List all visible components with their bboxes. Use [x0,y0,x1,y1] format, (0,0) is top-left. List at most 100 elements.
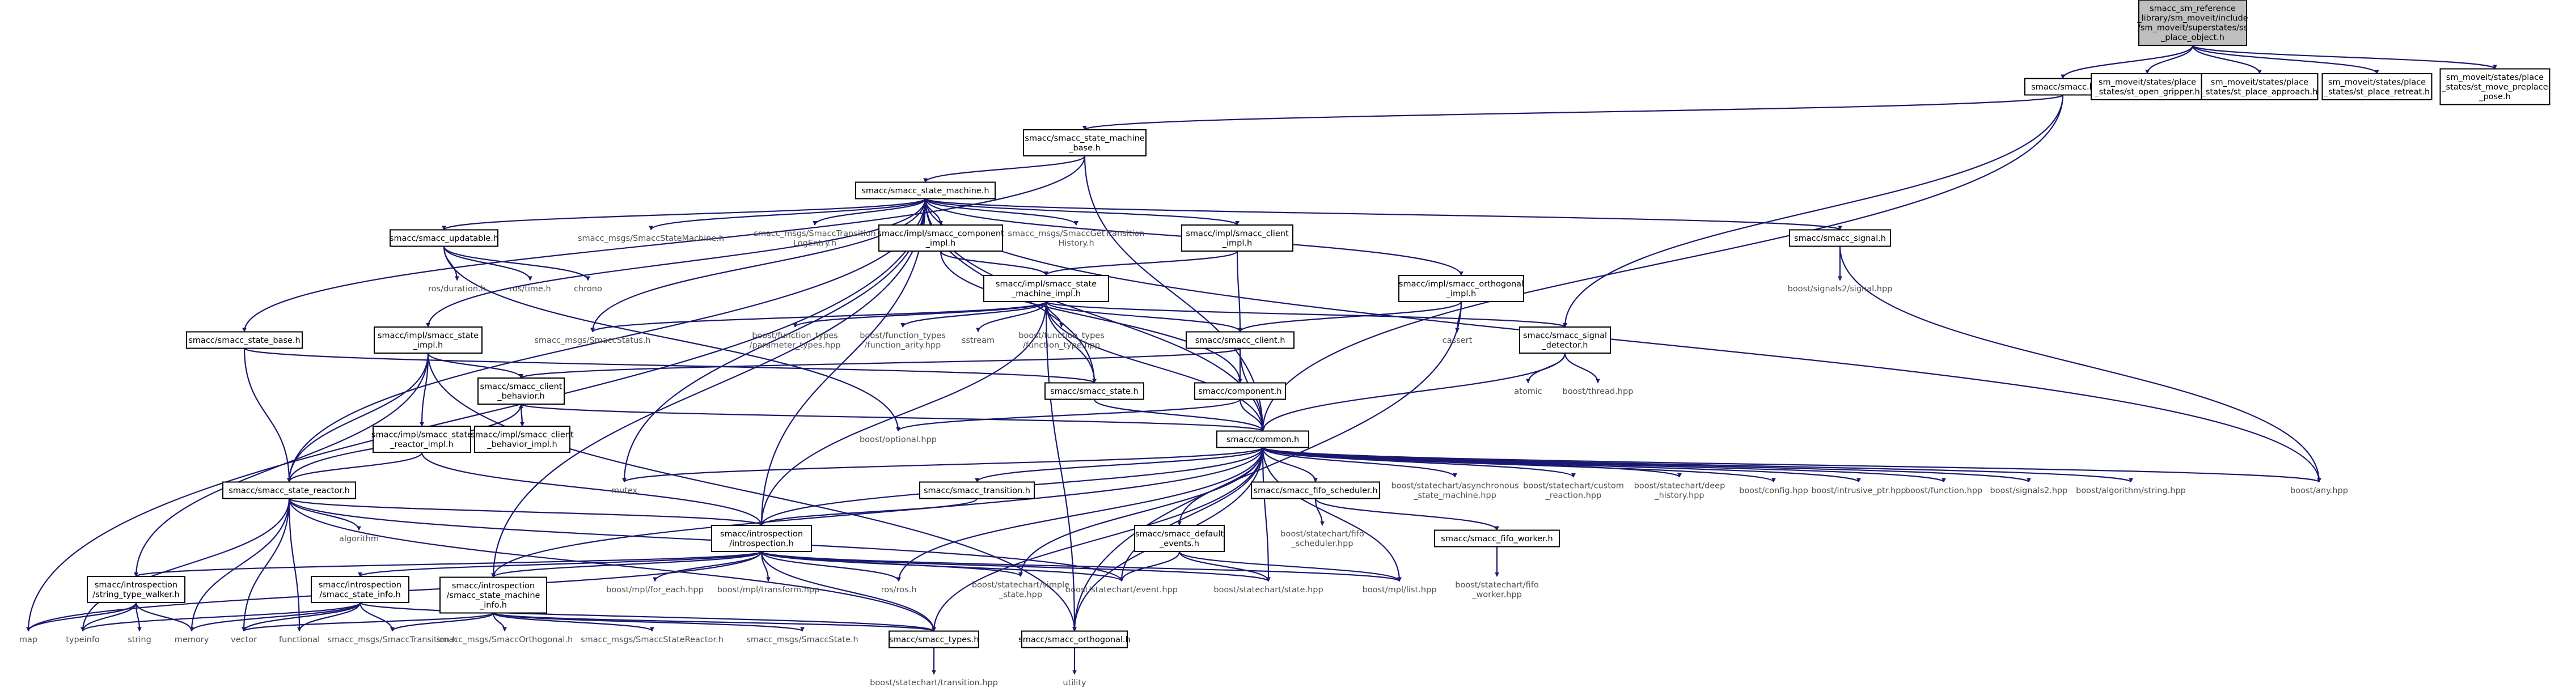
node-box[interactable] [1021,630,1128,648]
header-nodes: smacc_sm_reference_library/sm_moveit/inc… [19,0,2550,687]
graph-node-n60[interactable]: smacc/introspection/smacc_state_machine_… [439,576,547,614]
graph-node-n8[interactable]: smacc/smacc_updatable.h [390,229,498,247]
node-box[interactable] [1251,481,1380,499]
node-box[interactable] [2201,73,2319,100]
edge-n39-to-n66 [1262,447,1271,582]
node-box[interactable] [1398,275,1524,302]
graph-node-n57[interactable]: smacc/smacc_fifo_worker.h [1434,529,1560,548]
edge-n1-to-n30 [1563,95,2064,328]
node-label: ros/time.h [509,285,551,294]
node-label: string [128,635,151,644]
node-label: _base.h [1068,144,1101,153]
node-box[interactable] [1194,382,1286,400]
edge-n18-to-n80 [1045,301,1077,632]
edge-n8-to-n17 [443,246,590,281]
graph-node-n52[interactable]: smacc/smacc_state_reactor.h [222,481,356,499]
node-label: _pose.h [2478,92,2511,101]
graph-node-n39[interactable]: smacc/common.h [1216,430,1309,448]
edge-n18-to-n32 [1045,301,1097,384]
node-label: atomic [1514,387,1542,396]
edge-n39-to-n63 [896,447,1264,582]
node-box[interactable] [2138,0,2247,46]
edge-n54-to-n66 [760,550,1271,582]
node-box[interactable] [186,331,303,349]
node-box[interactable] [1216,430,1309,448]
node-box[interactable] [711,525,812,552]
node-box[interactable] [2321,73,2433,100]
graph-node-n14[interactable]: smacc/smacc_signal.h [1789,229,1891,247]
graph-node-n36[interactable]: smacc/impl/smacc_state_reactor_impl.h [371,426,472,453]
node-box[interactable] [855,181,996,200]
graph-node-n58[interactable]: smacc/introspection/string_type_walker.h [87,576,185,603]
graph-node-n59[interactable]: smacc/introspection/smacc_state_info.h [311,576,409,603]
node-box[interactable] [878,224,1003,252]
node-label: boost/function_types [752,332,838,341]
node-label: _impl.h [1222,239,1252,248]
graph-node-n1[interactable]: smacc/smacc.h [2024,78,2101,96]
node-box[interactable] [2091,73,2204,100]
graph-node-n30[interactable]: smacc/smacc_signal_detector.h [1519,326,1611,354]
graph-node-n2[interactable]: sm_moveit/states/place_states/st_open_gr… [2091,73,2204,100]
node-box[interactable] [889,630,979,648]
edge-n0-to-n1 [2061,45,2194,79]
node-box[interactable] [1186,331,1295,349]
graph-node-n37[interactable]: smacc/impl/smacc_client_behavior_impl.h [471,426,574,453]
node-box[interactable] [1519,326,1611,354]
node-label: _machine_impl.h [1011,290,1081,299]
node-box[interactable] [919,481,1035,499]
graph-node-n79[interactable]: smacc/smacc_types.h [889,630,979,648]
node-label: boost/mpl/list.hpp [1363,585,1437,595]
node-label: smacc/smacc_updatable.h [390,234,498,243]
node-box[interactable] [477,377,565,405]
node-box[interactable] [439,576,547,614]
graph-node-n80[interactable]: smacc/smacc_orthogonal.h [1018,630,1131,648]
graph-node-n13[interactable]: smacc/impl/smacc_client_impl.h [1181,224,1293,252]
graph-node-n21[interactable]: smacc/smacc_state_base.h [186,331,303,349]
graph-node-n0[interactable]: smacc_sm_reference_library/sm_moveit/inc… [2137,0,2248,46]
graph-node-n19[interactable]: smacc/impl/smacc_orthogonal_impl.h [1398,275,1524,302]
graph-node-n11[interactable]: smacc/impl/smacc_component_impl.h [877,224,1004,252]
graph-node-n3[interactable]: sm_moveit/states/place_states/st_place_a… [2201,73,2319,100]
graph-node-n5[interactable]: sm_moveit/states/place_states/st_move_pr… [2439,68,2550,105]
node-box[interactable] [1789,229,1891,247]
graph-node-n6[interactable]: smacc/smacc_state_machine_base.h [1023,129,1147,156]
node-box[interactable] [374,326,483,354]
graph-node-n18[interactable]: smacc/impl/smacc_state_machine_impl.h [983,275,1109,302]
node-box[interactable] [1134,525,1225,552]
graph-node-n55[interactable]: smacc/smacc_default_events.h [1134,525,1225,552]
graph-node-n22[interactable]: smacc/impl/smacc_state_impl.h [374,326,483,354]
edge-n7-to-n40 [622,198,927,483]
node-box[interactable] [222,481,356,499]
node-box[interactable] [87,576,185,603]
node-box[interactable] [983,275,1109,302]
node-box[interactable] [474,426,570,453]
node-box[interactable] [1044,382,1144,400]
node-box[interactable] [2439,68,2550,105]
edge-n52-to-n73 [242,498,290,632]
graph-node-n41[interactable]: smacc/smacc_transition.h [919,481,1035,499]
graph-node-n28[interactable]: smacc/smacc_client.h [1186,331,1295,349]
graph-node-n33[interactable]: smacc/component.h [1194,382,1286,400]
graph-node-n54[interactable]: smacc/introspection/introspection.h [711,525,812,552]
node-label: /smacc_state_machine [447,591,540,600]
graph-node-n32[interactable]: smacc/smacc_state.h [1044,382,1144,400]
graph-node-n71: string [128,635,151,644]
edge-n59-to-n70 [81,601,361,632]
node-box[interactable] [373,426,471,453]
edge-n60-to-n79 [492,612,936,632]
graph-node-n31[interactable]: smacc/smacc_client_behavior.h [477,377,565,405]
graph-node-n42[interactable]: smacc/smacc_fifo_scheduler.h [1251,481,1380,499]
node-box[interactable] [311,576,409,603]
graph-node-n7[interactable]: smacc/smacc_state_machine.h [855,181,996,200]
node-box[interactable] [1181,224,1293,252]
node-box[interactable] [1434,529,1560,548]
edge-n18-to-n28 [1045,301,1242,333]
node-label: _states/st_open_gripper.h [2094,88,2199,97]
node-box[interactable] [1023,129,1147,156]
graph-node-n70: typeinfo [66,635,100,644]
node-label: smacc/smacc_client [480,383,562,392]
graph-node-n4[interactable]: sm_moveit/states/place_states/st_place_r… [2321,73,2433,100]
node-box[interactable] [390,229,498,247]
